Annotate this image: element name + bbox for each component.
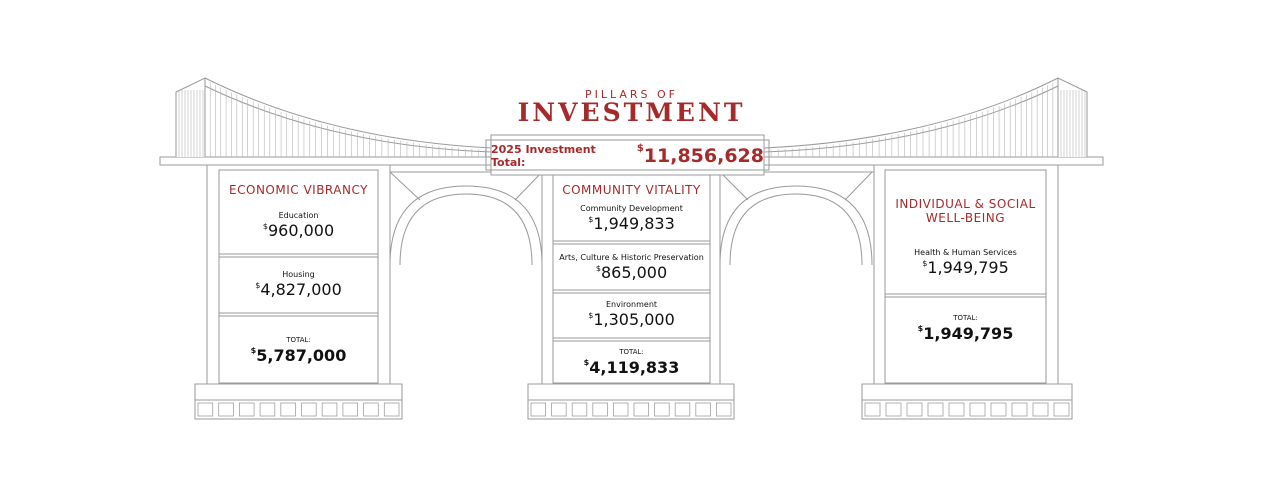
investment-total-label: 2025 Investment Total:	[491, 143, 596, 169]
pillar-title: ECONOMIC VIBRANCY	[229, 183, 368, 197]
item-value: $1,949,833	[553, 214, 710, 233]
item-amount: 4,827,000	[260, 280, 342, 299]
pillar-economic-vibrancy: ECONOMIC VIBRANCY	[219, 183, 378, 197]
item-housing: Housing $4,827,000	[219, 270, 378, 299]
item-label: Arts, Culture & Historic Preservation	[559, 253, 704, 262]
item-value: $1,305,000	[553, 310, 710, 329]
pillar-total: TOTAL: $5,787,000	[219, 336, 378, 365]
item-label: Health & Human Services	[914, 248, 1017, 257]
pillar-title: COMMUNITY VITALITY	[562, 183, 701, 197]
pillar-title-line2: WELL-BEING	[925, 211, 1006, 225]
currency-symbol: $	[588, 311, 594, 320]
item-education: Education $960,000	[219, 211, 378, 240]
currency-symbol: $	[595, 264, 601, 273]
total-label: TOTAL:	[953, 314, 978, 322]
investment-total-box: 2025 Investment Total: $11,856,628	[491, 137, 764, 175]
item-value: $4,827,000	[219, 280, 378, 299]
item-community-development: Community Development $1,949,833	[553, 204, 710, 233]
item-health-human-services: Health & Human Services $1,949,795	[885, 248, 1046, 277]
pillar-title-line1: INDIVIDUAL & SOCIAL	[895, 197, 1036, 211]
currency-symbol: $	[588, 215, 594, 224]
item-label: Community Development	[580, 204, 683, 213]
page-title: INVESTMENT	[517, 98, 746, 127]
total-value: $4,119,833	[553, 358, 710, 377]
item-amount: 1,949,795	[927, 258, 1009, 277]
total-label: TOTAL:	[286, 336, 311, 344]
total-value: $5,787,000	[219, 346, 378, 365]
pillar-individual-social: INDIVIDUAL & SOCIAL WELL-BEING	[885, 197, 1046, 225]
item-label: Education	[278, 211, 319, 220]
currency-symbol: $	[583, 358, 590, 367]
item-label: Housing	[282, 270, 315, 279]
pillar-community-vitality: COMMUNITY VITALITY	[553, 183, 710, 197]
currency-symbol: $	[262, 222, 268, 231]
total-label: TOTAL:	[619, 348, 644, 356]
item-amount: 1,949,833	[593, 214, 675, 233]
currency-symbol: $	[636, 143, 644, 154]
currency-symbol: $	[917, 324, 924, 333]
item-value: $1,949,795	[885, 258, 1046, 277]
total-amount: 5,787,000	[256, 346, 347, 365]
investment-total-value: $11,856,628	[636, 143, 764, 167]
pillar-total: TOTAL: $4,119,833	[553, 348, 710, 377]
item-amount: 865,000	[600, 263, 668, 282]
total-value: $1,949,795	[885, 324, 1046, 343]
item-amount: 960,000	[267, 221, 335, 240]
total-amount: 4,119,833	[589, 358, 680, 377]
total-amount: 1,949,795	[923, 324, 1014, 343]
item-value: $960,000	[219, 221, 378, 240]
investment-total-amount: 11,856,628	[643, 145, 764, 167]
pillar-total: TOTAL: $1,949,795	[885, 314, 1046, 343]
item-value: $865,000	[553, 263, 710, 282]
item-label: Environment	[605, 300, 658, 309]
item-amount: 1,305,000	[593, 310, 675, 329]
item-environment: Environment $1,305,000	[553, 300, 710, 329]
currency-symbol: $	[250, 346, 257, 355]
item-arts-culture: Arts, Culture & Historic Preservation $8…	[553, 253, 710, 282]
currency-symbol: $	[255, 281, 261, 290]
subtitle: PILLARS OF	[584, 88, 679, 101]
currency-symbol: $	[922, 259, 928, 268]
